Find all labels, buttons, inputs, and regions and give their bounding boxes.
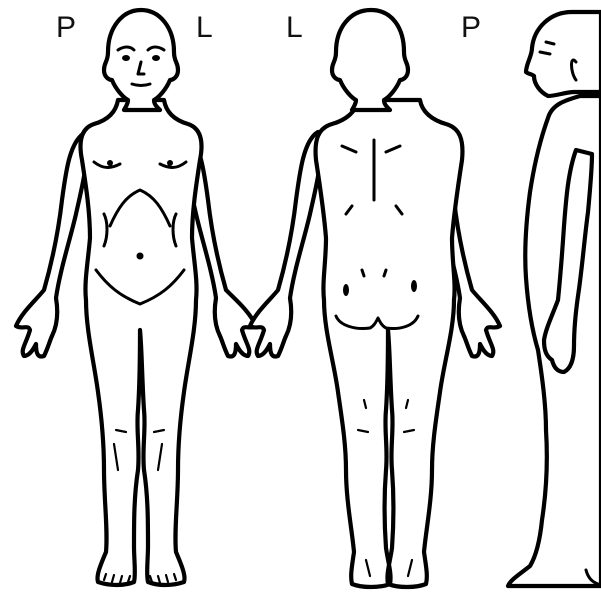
front-left-nipple [167,160,173,166]
side-figure [508,12,601,586]
label-back-left-side: L [286,13,303,43]
front-mouth [132,84,150,86]
label-front-left-side: L [196,13,213,43]
label-back-right-side: P [461,13,481,43]
back-left-dimple [343,284,349,296]
front-right-eye [122,55,130,61]
front-figure [16,10,256,585]
back-left-arm [250,132,320,357]
front-right-arm [16,132,86,357]
back-head [332,10,408,110]
side-brow [546,42,554,44]
back-lumbar-right [384,270,386,276]
front-navel [137,253,144,260]
label-front-right-side: P [56,13,76,43]
front-left-eye [152,55,160,61]
back-right-dimple [411,280,417,292]
front-head [104,10,178,110]
front-right-nipple [107,160,113,166]
back-figure [250,10,500,587]
side-head [526,12,601,96]
side-eye [540,52,550,54]
back-lumbar-left [362,270,364,276]
front-torso-legs [81,100,202,585]
back-torso-legs [316,100,463,587]
